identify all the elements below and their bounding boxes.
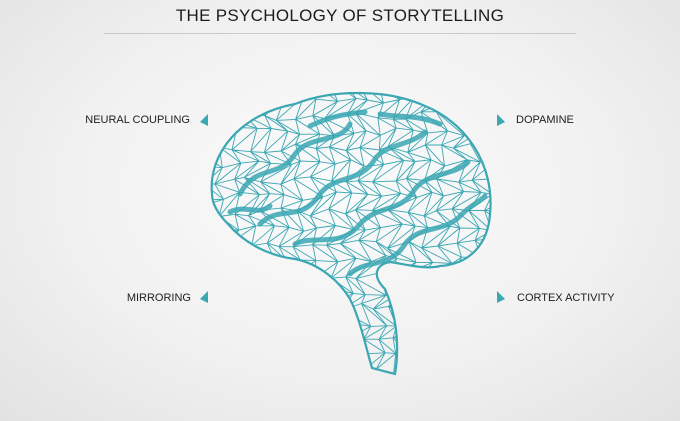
page-title: THE PSYCHOLOGY OF STORYTELLING: [175, 6, 505, 25]
triangle-pointer-icon: [200, 114, 208, 126]
label-neural-coupling: NEURAL COUPLING: [85, 114, 190, 126]
label-mirroring: MIRRORING: [126, 292, 191, 304]
triangle-pointer-icon: [497, 291, 505, 303]
triangle-pointer-icon: [497, 114, 505, 126]
triangle-pointer-icon: [200, 291, 208, 303]
label-cortex-activity: CORTEX ACTIVITY: [517, 292, 615, 304]
title-divider: [104, 33, 576, 34]
brain-wireframe-icon: [210, 91, 492, 376]
label-dopamine: DOPAMINE: [516, 114, 574, 126]
